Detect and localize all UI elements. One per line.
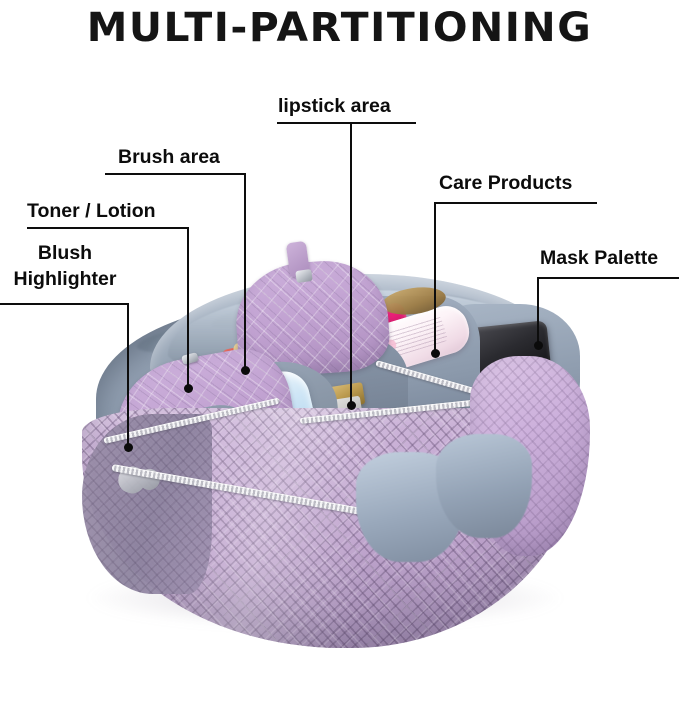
callout-leader-lipstick-area <box>350 122 352 404</box>
callout-rule-toner-lotion <box>27 227 189 229</box>
callout-label-lipstick-area: lipstick area <box>278 95 391 117</box>
inner-mesh-pocket-2 <box>436 434 532 538</box>
callout-rule-lipstick-area <box>277 122 416 124</box>
callout-label-toner-lotion: Toner / Lotion <box>27 200 156 222</box>
callout-dot-blush-highlighter <box>124 443 133 452</box>
callout-label-blush-highlighter: Blush Highlighter <box>13 242 117 290</box>
callout-label-mask-palette: Mask Palette <box>540 247 659 269</box>
callout-leader-care-products <box>434 202 436 352</box>
callout-dot-lipstick-area <box>347 401 356 410</box>
callout-leader-blush-highlighter <box>127 303 129 447</box>
callout-rule-care-products <box>434 202 597 204</box>
callout-rule-brush-area <box>105 173 246 175</box>
callout-label-brush-area: Brush area <box>118 146 220 168</box>
callout-dot-toner-lotion <box>184 384 193 393</box>
callout-rule-blush-highlighter <box>0 303 129 305</box>
page-title: MULTI-PARTITIONING <box>86 5 593 51</box>
cosmetic-bag-illustration <box>0 238 679 702</box>
callout-dot-mask-palette <box>534 341 543 350</box>
callout-rule-mask-palette <box>537 277 679 279</box>
callout-leader-brush-area <box>244 173 246 369</box>
callout-leader-mask-palette <box>537 277 539 345</box>
callout-label-care-products: Care Products <box>439 172 573 194</box>
callout-leader-toner-lotion <box>187 227 189 387</box>
callout-dot-care-products <box>431 349 440 358</box>
bag-left-side-panel <box>82 414 212 594</box>
callout-dot-brush-area <box>241 366 250 375</box>
handle-ring <box>295 268 313 284</box>
